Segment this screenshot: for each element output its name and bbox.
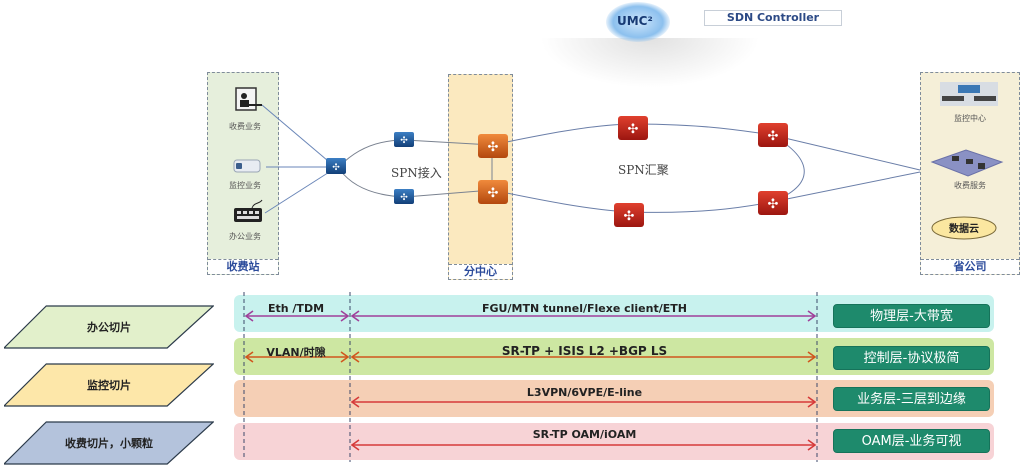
layer-tag-physical: 物理层-大带宽 — [833, 304, 990, 328]
site-label: 收费站 — [208, 259, 278, 274]
access-node: ✣ — [326, 158, 346, 174]
device-label: 办公业务 — [229, 232, 261, 241]
core-node-red: ✣ — [758, 123, 788, 147]
access-node: ✣ — [394, 132, 414, 147]
layer-main-label: FGU/MTN tunnel/Flexe client/ETH — [482, 302, 687, 315]
core-node-orange: ✣ — [478, 180, 508, 204]
uplink — [771, 171, 921, 203]
aggregation-ring — [491, 123, 921, 213]
access-node: ✣ — [394, 189, 414, 204]
main-span-arrow — [350, 396, 817, 408]
site-label: 省公司 — [921, 259, 1019, 274]
slice-monitoring: 监控切片 — [4, 363, 214, 407]
monitoring-center-icon — [940, 82, 998, 106]
camera-icon — [233, 159, 261, 173]
ring-segment — [339, 139, 493, 167]
device-label: 收费服务 — [954, 181, 986, 190]
umc-logo: UMC² — [617, 14, 653, 28]
main-span-arrow — [350, 351, 817, 363]
svg-text:✣: ✣ — [488, 140, 499, 155]
left-span-arrow — [244, 310, 350, 322]
svg-text:✣: ✣ — [332, 163, 340, 173]
device-label: 监控业务 — [229, 181, 261, 190]
device-links — [261, 104, 335, 214]
core-node-red: ✣ — [758, 191, 788, 215]
network-topology: ✣ ✣ ✣ ✣ ✣ ✣ ✣ ✣ ✣ — [233, 82, 1004, 240]
access-ring-label: SPN接入 — [391, 166, 442, 180]
site-label: 分中心 — [449, 264, 512, 279]
svg-text:✣: ✣ — [624, 209, 635, 224]
slice-toll: 收费切片，小颗粒 — [4, 421, 214, 465]
core-node-red: ✣ — [614, 203, 644, 227]
brain-icon — [606, 2, 670, 42]
slice-shape — [4, 363, 214, 407]
toll-service-icon — [930, 149, 1004, 177]
core-node-red: ✣ — [618, 116, 648, 140]
layer-arrows — [243, 292, 818, 462]
layer-tag-service: 业务层-三层到边缘 — [833, 387, 990, 411]
layer-left-label: VLAN/时隙 — [266, 346, 326, 359]
svg-text:✣: ✣ — [488, 186, 499, 201]
svg-text:✣: ✣ — [768, 197, 779, 212]
layer-left-label: Eth /TDM — [267, 302, 325, 315]
layer-main-label: SR-TP + ISIS L2 +BGP LS — [501, 344, 668, 358]
uplink — [771, 134, 921, 171]
link — [264, 168, 335, 214]
slice-label: 办公切片 — [87, 321, 131, 334]
svg-text:✣: ✣ — [400, 193, 408, 203]
link — [261, 104, 335, 167]
svg-text:✣: ✣ — [768, 129, 779, 144]
controller-glow — [540, 38, 760, 88]
main-span-arrow — [350, 310, 817, 322]
main-span-arrow — [350, 439, 817, 451]
slice-shape — [4, 421, 214, 465]
layer-main-label: SR-TP OAM/iOAM — [532, 428, 637, 441]
device-label: 收费业务 — [229, 122, 261, 131]
toll-terminal-icon — [235, 87, 262, 111]
left-span-arrow — [244, 351, 350, 363]
core-node-orange: ✣ — [478, 134, 508, 158]
aggregation-ring-label: SPN汇聚 — [618, 163, 669, 177]
svg-text:✣: ✣ — [628, 122, 639, 137]
slice-shape — [4, 305, 214, 349]
layer-tag-oam: OAM层-业务可视 — [833, 429, 990, 453]
device-label: 监控中心 — [954, 114, 986, 123]
svg-text:✣: ✣ — [400, 136, 408, 146]
sdn-controller-label: SDN Controller — [704, 10, 842, 26]
slice-label: 监控切片 — [87, 379, 131, 392]
slice-office: 办公切片 — [4, 305, 214, 349]
site-sub-center: 分中心 — [448, 74, 513, 280]
keyboard-icon — [234, 199, 263, 222]
slice-label: 收费切片，小颗粒 — [65, 437, 153, 450]
layer-main-label: L3VPN/6VPE/E-line — [526, 386, 643, 399]
data-cloud-label: 数据云 — [949, 222, 979, 235]
layer-tag-control: 控制层-协议极简 — [833, 346, 990, 370]
data-cloud-icon: 数据云 — [931, 216, 997, 240]
